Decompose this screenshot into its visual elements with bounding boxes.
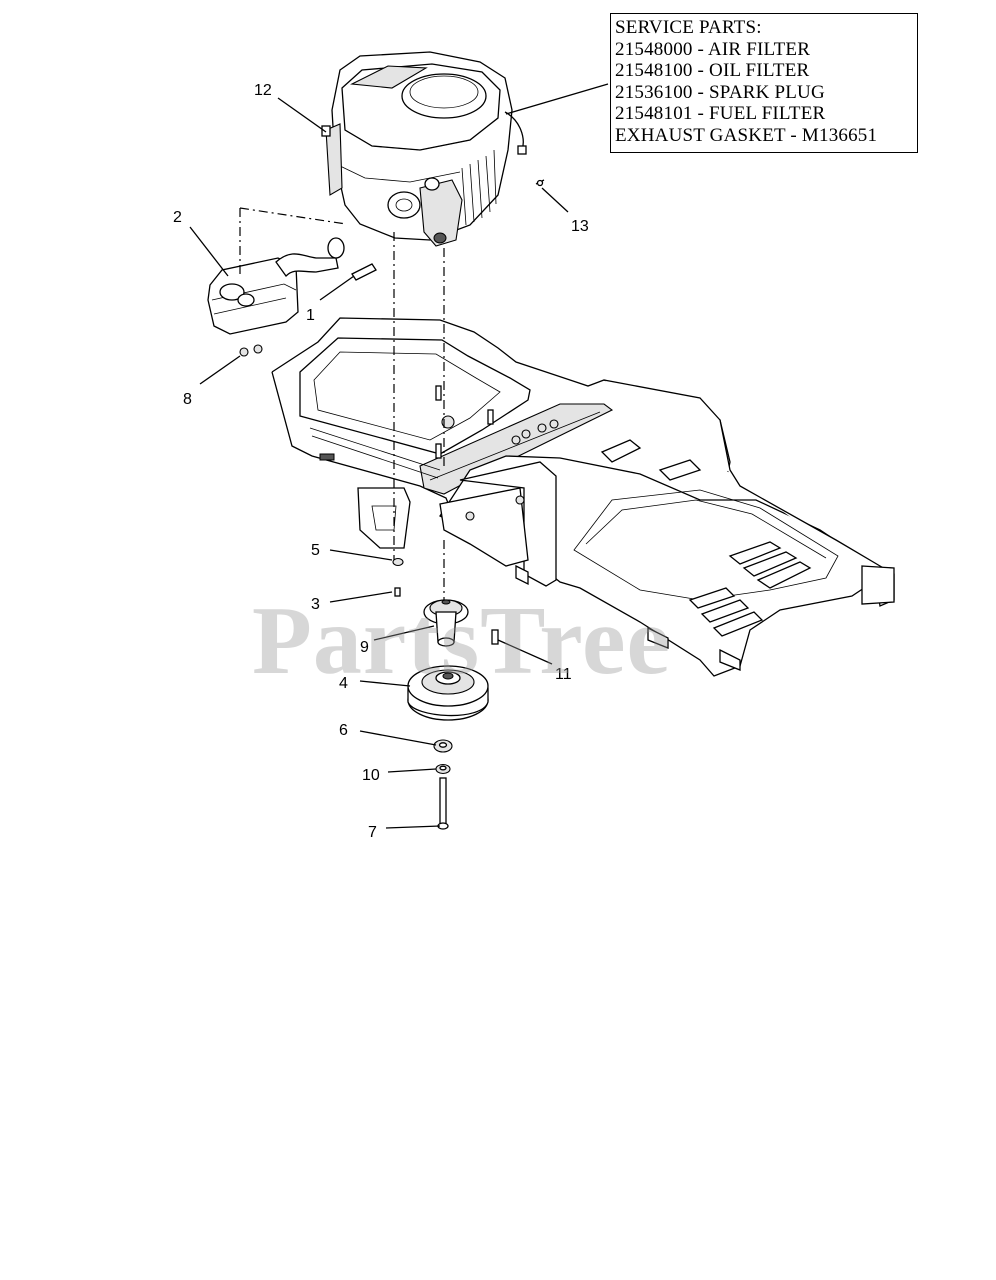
callout-9: 9 (360, 639, 369, 656)
centerline-engine-muffler (239, 207, 445, 600)
service-parts-heading: SERVICE PARTS: (615, 17, 762, 38)
service-parts-box: SERVICE PARTS: 21548000 - AIR FILTER 215… (610, 13, 918, 153)
engine (321, 51, 545, 247)
service-part-exhaust-gasket: EXHAUST GASKET - M136651 (615, 124, 878, 146)
muffler (207, 237, 377, 357)
callout-1: 1 (306, 307, 315, 324)
callout-8: 8 (183, 391, 192, 408)
callout-5: 5 (311, 542, 320, 559)
callout-2: 2 (173, 209, 182, 226)
chassis-frame (271, 317, 895, 677)
callout-12: 12 (254, 82, 272, 99)
watermark: PartsTree (252, 587, 671, 695)
callout-4: 4 (339, 675, 348, 692)
leader-lines (189, 83, 609, 829)
clutch-assembly (392, 557, 499, 830)
callout-3: 3 (311, 596, 320, 613)
service-part-spark-plug: 21536100 - SPARK PLUG (615, 81, 825, 103)
callout-13: 13 (571, 218, 589, 235)
callout-numbers: 12 2 1 8 13 5 3 9 11 4 6 10 7 (173, 82, 589, 841)
service-part-oil-filter: 21548100 - OIL FILTER (615, 60, 810, 81)
callout-6: 6 (339, 722, 348, 739)
service-part-air-filter: 21548000 - AIR FILTER (615, 38, 811, 60)
service-part-fuel-filter: 21548101 - FUEL FILTER (615, 103, 826, 124)
callout-11: 11 (555, 666, 572, 683)
callout-10: 10 (362, 767, 380, 784)
callout-7: 7 (368, 824, 377, 841)
